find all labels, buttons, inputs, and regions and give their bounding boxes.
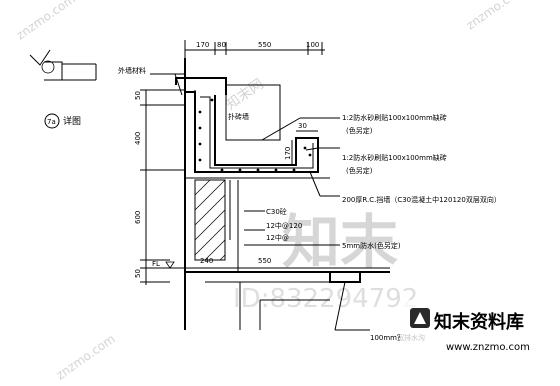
- center-watermark: 知末 ID:832294792: [233, 208, 418, 314]
- watermark-brand: 知末: [282, 208, 398, 276]
- note2-line1: 1:2防水砂刷贴100x100mm缺砖: [342, 153, 447, 162]
- dim-top-3: 550: [258, 41, 271, 49]
- detail-index-symbol: 7a 详图: [29, 49, 97, 129]
- dim-top-1: 170: [196, 41, 209, 49]
- brand-logo: 知末资料库 www.znzmo.com: [400, 300, 550, 378]
- label-facade: 外墙材料: [118, 66, 146, 75]
- label-rebar-2: 12中@: [266, 233, 289, 242]
- index-circle-icon: [41, 60, 55, 74]
- detail-title: 详图: [63, 115, 81, 127]
- dim-left-1: 50: [134, 91, 142, 100]
- fl-label: FL: [152, 260, 160, 268]
- label-waterproof: 5mm防水(色另定): [342, 241, 401, 250]
- watermark-diag-2: znzmo.com: [464, 0, 528, 32]
- label-rc-wall: 200厚R.C.挡墙（C30混凝土中120120双层双向）: [342, 195, 501, 204]
- detail-number: 7a: [47, 118, 56, 126]
- label-wall: 扑砖墙: [228, 112, 249, 121]
- label-rebar-1: 12中@120: [266, 221, 302, 230]
- logo-site-url: www.znzmo.com: [446, 342, 530, 353]
- annotation-leaders: [150, 73, 370, 331]
- watermark-diag-3: znzmo.com: [54, 332, 118, 383]
- note2-line2: (色另定): [346, 166, 373, 175]
- logo-mark-icon: [410, 308, 430, 328]
- watermark-diag-4: 知末网: [223, 75, 267, 113]
- dim-top-2: 80: [217, 41, 226, 49]
- label-drain: 100mm宽排水沟: [370, 333, 425, 342]
- dim-left-4: 50: [134, 269, 142, 278]
- note1-line2: (色另定): [346, 126, 373, 135]
- dim-top-4: 100: [306, 41, 319, 49]
- watermark-id: ID:832294792: [233, 284, 418, 314]
- top-dimensions: 170 80 550 100: [184, 40, 325, 58]
- label-c30: C30砼: [266, 207, 287, 216]
- dim-left-2: 400: [134, 132, 142, 145]
- dim-bottom-1: 240: [200, 257, 213, 265]
- wall-section: 170 30: [175, 58, 330, 330]
- logo-site-cn: 知末资料库: [434, 311, 524, 333]
- floor-level: FL 240 550: [140, 257, 390, 330]
- left-dimensions: 50 400 600 50: [134, 89, 185, 285]
- annotation-labels: 外墙材料 扑砖墙 1:2防水砂刷贴100x100mm缺砖 (色另定) 1:2防水…: [118, 66, 501, 342]
- detail-number-circle-icon: [44, 113, 60, 129]
- watermark-diag-1: znzmo.com: [14, 0, 78, 42]
- note1-line1: 1:2防水砂刷贴100x100mm缺砖: [342, 113, 447, 122]
- dim-left-3: 600: [134, 211, 142, 224]
- dim-bottom-2: 550: [258, 257, 271, 265]
- small-dim-170: 170: [284, 147, 292, 160]
- small-dim-30: 30: [298, 122, 307, 130]
